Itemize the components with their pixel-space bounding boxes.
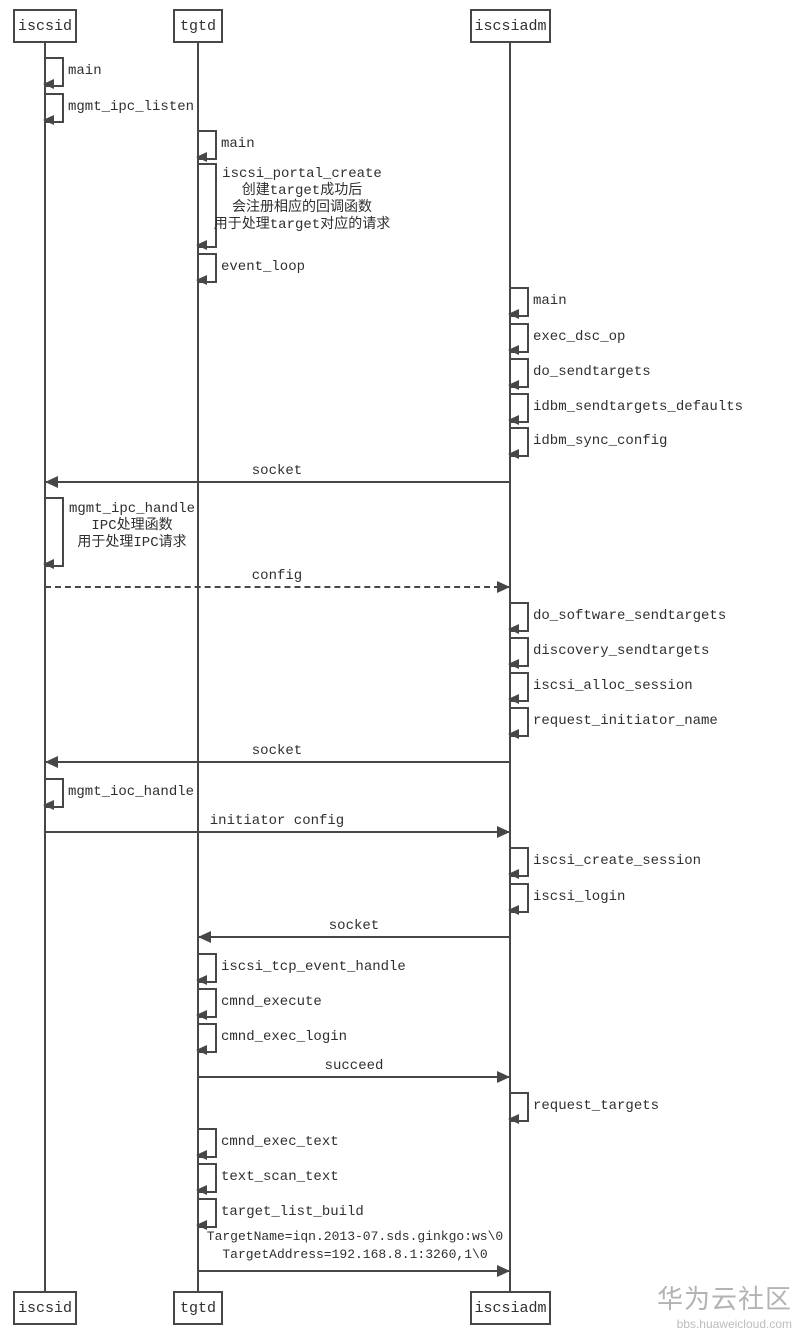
self-call-label: iscsi_alloc_session <box>533 678 693 694</box>
self-call-mgmt-ipc-listen <box>43 93 64 125</box>
self-call-mgmt-ioc-handle <box>43 778 64 810</box>
note-line: iscsi_portal_create <box>222 166 382 182</box>
self-call-label: event_loop <box>221 259 306 275</box>
message-label-succeed: succeed <box>324 1058 384 1074</box>
message-label-socket-1: socket <box>251 463 303 479</box>
participant-label: iscsiadm <box>474 1299 547 1317</box>
note-line: TargetAddress=192.168.8.1:3260,1\0 <box>222 1247 488 1262</box>
self-call-iscsi-tcp-event-handle <box>196 953 217 985</box>
self-call-label: iscsi_tcp_event_handle <box>221 959 406 975</box>
message-config-line <box>45 586 510 588</box>
participant-label: tgtd <box>179 1299 216 1317</box>
watermark-subtitle: bbs.huaweicloud.com <box>676 1317 792 1331</box>
arrowhead-right-icon <box>497 826 510 838</box>
message-label-initiator-config: initiator config <box>209 813 345 829</box>
self-call-do-sendtargets <box>508 358 529 390</box>
note-line: mgmt_ipc_handle <box>68 501 196 517</box>
self-call-label: iscsi_login <box>533 889 626 905</box>
note-target-info: TargetName=iqn.2013-07.sds.ginkgo:ws\0 T… <box>200 1228 510 1264</box>
self-call-label: mgmt_ipc_listen <box>68 99 195 115</box>
note-iscsi-portal-create: iscsi_portal_create 创建target成功后 会注册相应的回调… <box>197 166 407 234</box>
note-line: IPC处理函数 <box>91 518 173 534</box>
self-call-label: text_scan_text <box>221 1169 339 1185</box>
self-call-label: cmnd_execute <box>221 994 322 1010</box>
note-line: 用于处理target对应的请求 <box>213 217 391 233</box>
participant-tgtd-top: tgtd <box>173 9 223 43</box>
self-call-event-loop <box>196 253 217 285</box>
lifeline-iscsid <box>44 43 46 1291</box>
participant-label: iscsiadm <box>474 17 547 35</box>
message-initiator-config-line <box>45 831 510 833</box>
arrowhead-right-icon <box>497 1265 510 1277</box>
self-call-label: cmnd_exec_text <box>221 1134 339 1150</box>
participant-iscsid-top: iscsid <box>13 9 77 43</box>
note-mgmt-ipc-handle: mgmt_ipc_handle IPC处理函数 用于处理IPC请求 <box>62 501 202 552</box>
self-call-label: do_software_sendtargets <box>533 608 727 624</box>
self-call-idbm-sync-config <box>508 427 529 459</box>
self-call-label: exec_dsc_op <box>533 329 626 345</box>
self-call-iscsiadm-main <box>508 287 529 319</box>
lifeline-tgtd <box>197 43 199 1291</box>
participant-label: iscsid <box>17 1299 72 1317</box>
self-call-label: do_sendtargets <box>533 364 651 380</box>
participant-iscsiadm-bottom: iscsiadm <box>470 1291 551 1325</box>
self-call-cmnd-exec-text <box>196 1128 217 1160</box>
self-call-label: cmnd_exec_login <box>221 1029 348 1045</box>
self-call-iscsi-alloc-session <box>508 672 529 704</box>
self-call-iscsid-main <box>43 57 64 89</box>
note-line: TargetName=iqn.2013-07.sds.ginkgo:ws\0 <box>206 1229 504 1244</box>
self-call-cmnd-exec-login <box>196 1023 217 1055</box>
self-call-text-scan-text <box>196 1163 217 1195</box>
self-call-label: idbm_sync_config <box>533 433 668 449</box>
self-call-iscsi-portal-create <box>196 163 217 250</box>
self-call-mgmt-ipc-handle <box>43 497 64 569</box>
watermark: 华为云社区 bbs.huaweicloud.com <box>530 1279 792 1331</box>
participant-iscsiadm-top: iscsiadm <box>470 9 551 43</box>
self-call-request-initiator-name <box>508 707 529 739</box>
participant-tgtd-bottom: tgtd <box>173 1291 223 1325</box>
watermark-title: 华为云社区 <box>656 1284 792 1314</box>
self-call-request-targets <box>508 1092 529 1124</box>
note-line: 用于处理IPC请求 <box>77 535 187 551</box>
message-label-socket-2: socket <box>251 743 303 759</box>
self-call-label: mgmt_ioc_handle <box>68 784 195 800</box>
self-call-label: target_list_build <box>221 1204 364 1220</box>
self-call-label: iscsi_create_session <box>533 853 702 869</box>
self-call-target-list-build <box>196 1198 217 1230</box>
self-call-tgtd-main <box>196 130 217 162</box>
participant-label: tgtd <box>179 17 216 35</box>
self-call-label: discovery_sendtargets <box>533 643 710 659</box>
message-socket-1-line <box>45 481 510 483</box>
self-call-iscsi-create-session <box>508 847 529 879</box>
note-line: 会注册相应的回调函数 <box>232 200 372 216</box>
self-call-do-software-sendtargets <box>508 602 529 634</box>
message-succeed-line <box>198 1076 510 1078</box>
self-call-exec-dsc-op <box>508 323 529 355</box>
self-call-label: request_targets <box>533 1098 660 1114</box>
participant-iscsid-bottom: iscsid <box>13 1291 77 1325</box>
self-call-discovery-sendtargets <box>508 637 529 669</box>
self-call-iscsi-login <box>508 883 529 915</box>
arrowhead-right-icon <box>497 581 510 593</box>
self-call-label: main <box>68 63 102 79</box>
message-label-config: config <box>251 568 303 584</box>
message-socket-2-line <box>45 761 510 763</box>
self-call-label: main <box>533 293 567 309</box>
self-call-cmnd-execute <box>196 988 217 1020</box>
message-label-socket-3: socket <box>328 918 380 934</box>
arrowhead-left-icon <box>45 756 58 768</box>
self-call-label: request_initiator_name <box>533 713 718 729</box>
arrowhead-left-icon <box>198 931 211 943</box>
message-target-response-line <box>198 1270 510 1272</box>
arrowhead-left-icon <box>45 476 58 488</box>
self-call-label: idbm_sendtargets_defaults <box>533 399 744 415</box>
note-line: 创建target成功后 <box>241 183 363 199</box>
self-call-idbm-sendtargets-defaults <box>508 393 529 425</box>
participant-label: iscsid <box>17 17 72 35</box>
message-socket-3-line <box>198 936 510 938</box>
arrowhead-right-icon <box>497 1071 510 1083</box>
self-call-label: main <box>221 136 255 152</box>
